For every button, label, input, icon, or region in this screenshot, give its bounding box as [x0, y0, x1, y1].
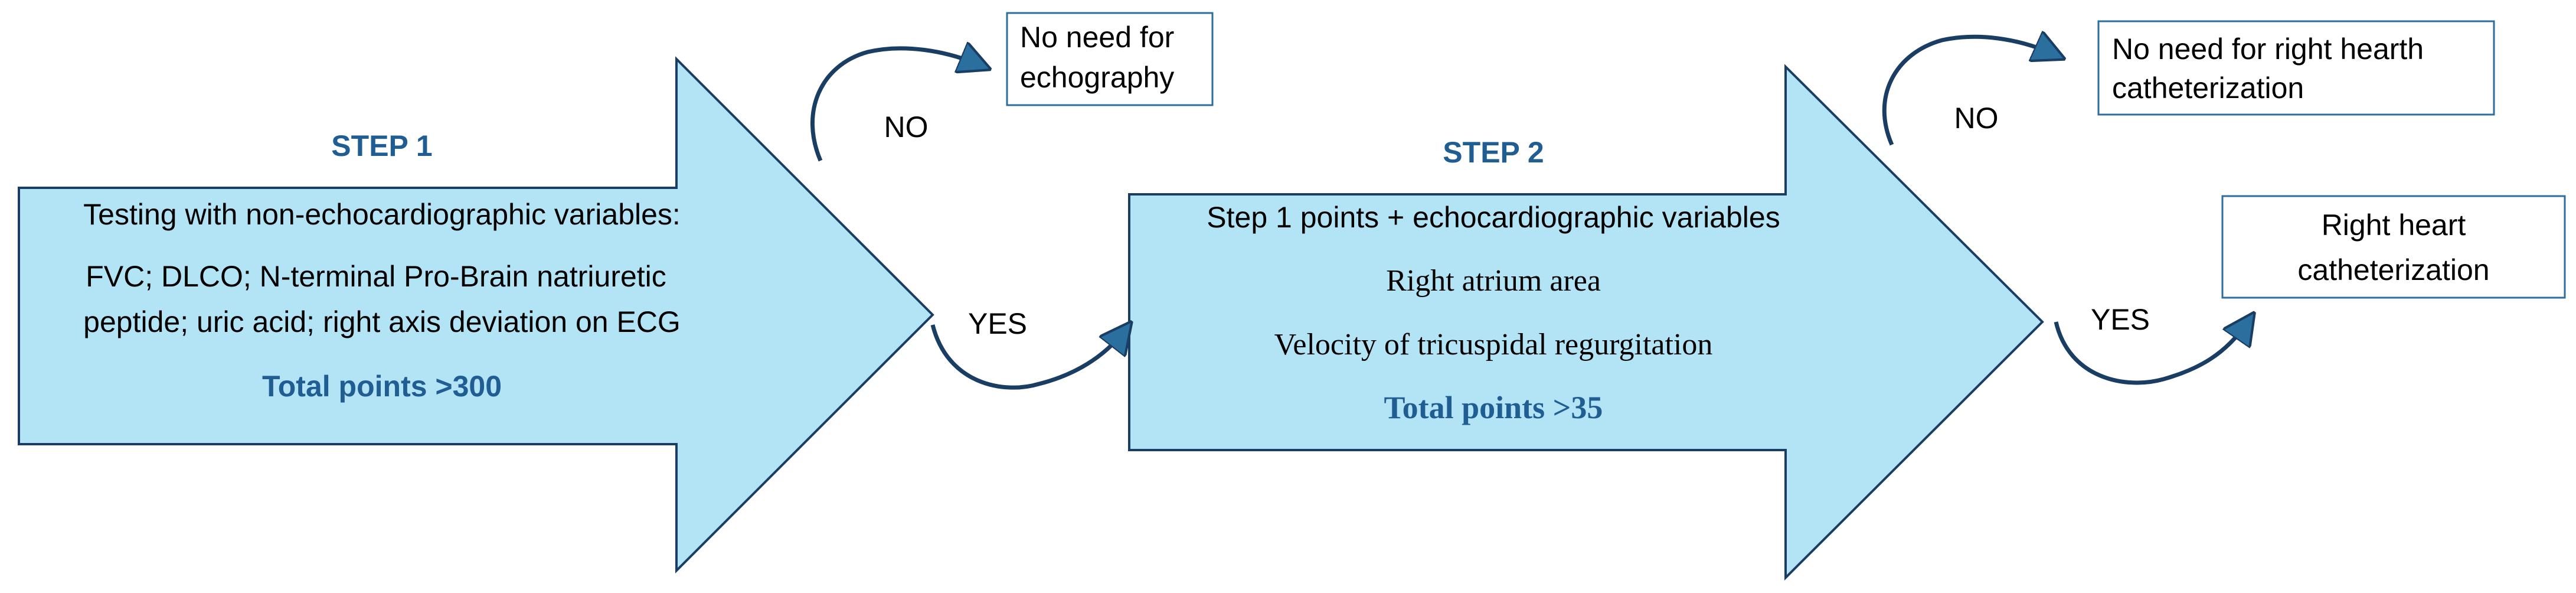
right-heart-catheterization-box: [2221, 195, 2566, 299]
step1-arrow-shape: [18, 56, 934, 574]
step1-line2a: FVC; DLCO; N-terminal Pro-Brain natriure…: [86, 260, 666, 293]
no-catheterization-line1: No need for right hearth: [2112, 32, 2424, 66]
step1-yes-label: YES: [968, 307, 1027, 340]
right-heart-catheterization-line2: catheterization: [2297, 253, 2489, 286]
step2-no-label: NO: [1954, 102, 1999, 135]
no-echography-line1: No need for: [1020, 21, 1174, 54]
step2-yes-curve-arrow: [2054, 322, 2248, 385]
step1-line2b: peptide; uric acid; right axis deviation…: [83, 305, 681, 338]
step2-no-curve-arrow: [1882, 37, 2054, 146]
step1-total: Total points >300: [262, 370, 502, 403]
step1-title: STEP 1: [331, 129, 432, 162]
no-catheterization-box: [2097, 20, 2495, 116]
step1-no-curve-arrow: [810, 48, 980, 162]
step2-title: STEP 2: [1443, 136, 1544, 169]
step2-total: Total points >35: [1384, 390, 1603, 425]
step2-yes-label: YES: [2091, 303, 2150, 336]
step2-line1: Step 1 points + echocardiographic variab…: [1207, 201, 1780, 234]
step2-arrow-shape: [1128, 64, 2044, 581]
no-echography-box: [1006, 12, 1214, 106]
right-heart-catheterization-line1: Right heart: [2322, 208, 2466, 242]
step2-line2: Right atrium area: [1386, 264, 1601, 298]
step2-line3: Velocity of tricuspidal regurgitation: [1274, 328, 1713, 361]
step1-no-label: NO: [884, 110, 929, 144]
no-echography-line2: echography: [1020, 61, 1174, 94]
step1-line1: Testing with non-echocardiographic varia…: [83, 198, 681, 231]
no-catheterization-line2: catheterization: [2112, 71, 2304, 105]
step1-yes-curve-arrow: [930, 325, 1124, 390]
